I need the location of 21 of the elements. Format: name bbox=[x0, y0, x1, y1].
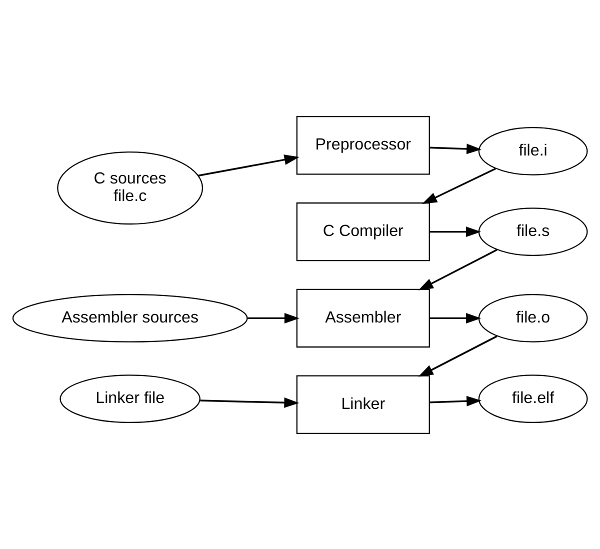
arrow bbox=[422, 167, 496, 204]
arrow bbox=[430, 395, 482, 406]
node-ellipse: file.i bbox=[478, 126, 588, 175]
node-box: C Compiler bbox=[296, 202, 430, 261]
arrow bbox=[430, 226, 482, 237]
node-box: Assembler bbox=[296, 288, 430, 348]
arrow bbox=[430, 312, 482, 323]
arrow bbox=[248, 312, 300, 323]
node-ellipse: file.o bbox=[478, 294, 588, 342]
arrow bbox=[430, 143, 482, 154]
arrow bbox=[198, 154, 300, 176]
node-ellipse: file.s bbox=[478, 207, 588, 256]
node-ellipse: file.elf bbox=[478, 374, 588, 423]
arrow bbox=[418, 248, 498, 290]
arrow bbox=[200, 396, 300, 408]
node-ellipse: Assembler sources bbox=[12, 294, 248, 342]
node-ellipse: Linker file bbox=[60, 374, 200, 423]
node-ellipse: C sources file.c bbox=[57, 150, 204, 224]
node-box: Linker bbox=[296, 374, 430, 434]
arrow bbox=[418, 334, 498, 376]
node-box: Preprocessor bbox=[296, 116, 430, 174]
